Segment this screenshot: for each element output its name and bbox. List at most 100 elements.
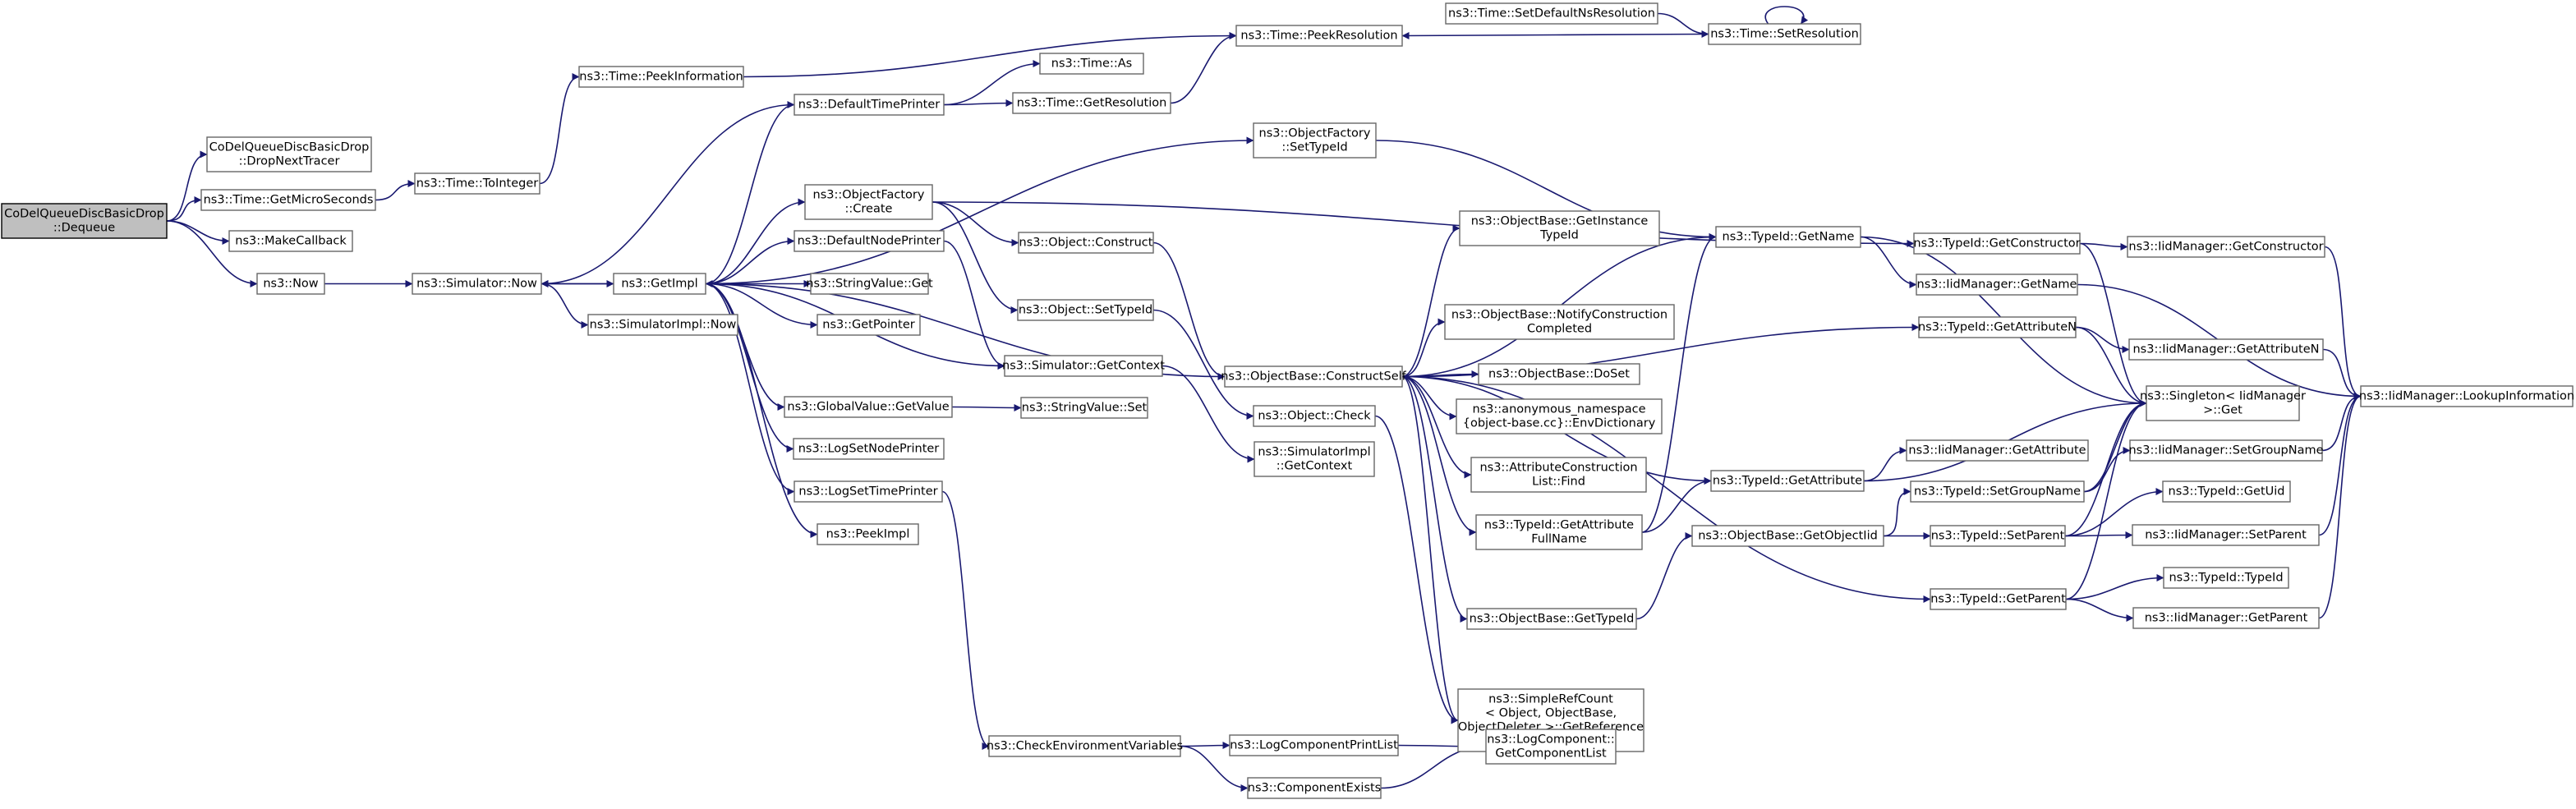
edge-root-to-dropNextTracer: [166, 150, 208, 222]
node-getObjectIid[interactable]: ns3::ObjectBase::GetObjectIid: [1691, 525, 1884, 547]
node-getPointer[interactable]: ns3::GetPointer: [816, 314, 921, 336]
node-peekInformation[interactable]: ns3::Time::PeekInformation: [578, 66, 744, 88]
node-label: TypeId: [1539, 229, 1579, 242]
node-box: [1715, 226, 1861, 248]
node-doSet[interactable]: ns3::ObjectBase::DoSet: [1478, 363, 1640, 385]
node-box: [1475, 514, 1643, 550]
node-objectBaseGetTypeId[interactable]: ns3::ObjectBase::GetTypeId: [1466, 608, 1637, 630]
node-defaultNodePrinter[interactable]: ns3::DefaultNodePrinter: [794, 230, 945, 252]
node-label: ns3::TypeId::SetParent: [1931, 530, 2065, 543]
node-simImplGetContext[interactable]: ns3::SimulatorImpl::GetContext: [1254, 441, 1375, 477]
node-simNow[interactable]: ns3::Simulator::Now: [412, 273, 542, 295]
node-dropNextTracer[interactable]: CoDelQueueDiscBasicDrop::DropNextTracer: [206, 136, 372, 172]
node-makeCallback[interactable]: ns3::MakeCallback: [228, 230, 353, 252]
node-iidGetParent[interactable]: ns3::IidManager::GetParent: [2132, 607, 2320, 629]
node-label: ns3::Time::GetResolution: [1017, 97, 1167, 110]
node-label: ns3::AttributeConstruction: [1479, 462, 1637, 475]
node-objectConstruct[interactable]: ns3::Object::Construct: [1018, 232, 1154, 254]
node-iidGetAttribute[interactable]: ns3::IidManager::GetAttribute: [1906, 439, 2089, 462]
node-toInteger[interactable]: ns3::Time::ToInteger: [414, 172, 540, 195]
edge-toInteger-to-peekInformation: [539, 73, 580, 185]
node-typeIdGetAttribute[interactable]: ns3::TypeId::GetAttribute: [1710, 470, 1865, 492]
node-label: ns3::StringValue::Get: [806, 278, 933, 291]
edge-getImpl-to-peekImpl: [705, 283, 818, 538]
node-typeIdGetAttributeN[interactable]: ns3::TypeId::GetAttributeN: [1918, 316, 2077, 338]
edge-setResolution-to-setResolution: [1764, 6, 1809, 25]
node-label: ns3::ObjectFactory: [813, 189, 925, 202]
node-objectCheck[interactable]: ns3::Object::Check: [1253, 405, 1376, 427]
node-label: ns3::IidManager::SetGroupName: [2128, 444, 2323, 457]
node-typeIdGetParent[interactable]: ns3::TypeId::GetParent: [1930, 588, 2067, 610]
node-defaultTimePrinter[interactable]: ns3::DefaultTimePrinter: [794, 94, 945, 116]
node-getComponentList[interactable]: ns3::LogComponent::GetComponentList: [1485, 729, 1617, 765]
node-simImplNow[interactable]: ns3::SimulatorImpl::Now: [587, 314, 738, 336]
edge-defaultTimePrinter-to-simNow: [540, 103, 795, 287]
node-label: ns3::IidManager::GetName: [1917, 278, 2077, 292]
node-objectSetTypeId[interactable]: ns3::Object::SetTypeId: [1017, 299, 1154, 321]
node-stringValueGet[interactable]: ns3::StringValue::Get: [806, 273, 933, 295]
node-constructSelf[interactable]: ns3::ObjectBase::ConstructSelf: [1221, 365, 1407, 388]
node-root[interactable]: CoDelQueueDiscBasicDrop::Dequeue: [1, 203, 168, 239]
node-label: Completed: [1527, 323, 1592, 336]
node-globalValueGetValue[interactable]: ns3::GlobalValue::GetValue: [784, 396, 953, 418]
edge-typeIdGetAttributeN-to-singletonGet: [2075, 326, 2147, 407]
node-box: [1456, 398, 1663, 434]
node-componentExists[interactable]: ns3::ComponentExists: [1247, 777, 1382, 799]
node-label: ns3::TypeId::GetParent: [1930, 593, 2066, 606]
node-setDefaultNsResolution[interactable]: ns3::Time::SetDefaultNsResolution: [1445, 2, 1658, 25]
node-label: ns3::IidManager::GetAttributeN: [2132, 343, 2319, 356]
node-typeIdTypeId[interactable]: ns3::TypeId::TypeId: [2163, 567, 2289, 589]
node-iidSetParent[interactable]: ns3::IidManager::SetParent: [2132, 524, 2320, 546]
node-envDictionary[interactable]: ns3::anonymous_namespace{object-base.cc}…: [1456, 398, 1663, 434]
node-now[interactable]: ns3::Now: [256, 273, 325, 295]
node-checkEnvVars[interactable]: ns3::CheckEnvironmentVariables: [987, 735, 1183, 757]
node-logSetTimePrinter[interactable]: ns3::LogSetTimePrinter: [794, 480, 943, 503]
node-typeIdGetUid[interactable]: ns3::TypeId::GetUid: [2162, 480, 2291, 503]
node-iidGetConstructor[interactable]: ns3::IidManager::GetConstructor: [2127, 236, 2325, 258]
node-typeIdGetConstructor[interactable]: ns3::TypeId::GetConstructor: [1913, 232, 2081, 255]
node-box: [1470, 457, 1647, 493]
node-peekResolution[interactable]: ns3::Time::PeekResolution: [1235, 25, 1403, 47]
node-peekImpl[interactable]: ns3::PeekImpl: [816, 523, 919, 545]
node-objFactoryCreate[interactable]: ns3::ObjectFactory::Create: [804, 184, 933, 220]
edge-iidGetAttributeN-to-lookupInformation: [2322, 348, 2362, 400]
node-label: ns3::LogSetNodePrinter: [798, 443, 940, 456]
node-iidGetName[interactable]: ns3::IidManager::GetName: [1916, 273, 2078, 296]
node-logSetNodePrinter[interactable]: ns3::LogSetNodePrinter: [793, 438, 945, 460]
edge-root-to-now: [166, 220, 258, 287]
node-objFactorySetTypeId[interactable]: ns3::ObjectFactory::SetTypeId: [1253, 122, 1377, 159]
node-iidGetAttributeN[interactable]: ns3::IidManager::GetAttributeN: [2128, 338, 2324, 361]
node-lookupInformation[interactable]: ns3::IidManager::LookupInformation: [2359, 385, 2574, 407]
node-typeIdGetName[interactable]: ns3::TypeId::GetName: [1715, 226, 1861, 248]
node-box: [988, 735, 1181, 757]
node-label: List::Find: [1532, 476, 1585, 489]
node-getMicroSeconds[interactable]: ns3::Time::GetMicroSeconds: [200, 189, 376, 211]
node-label: ns3::Time::SetResolution: [1710, 28, 1859, 41]
node-label: GetComponentList: [1495, 747, 1607, 761]
node-box: [2360, 385, 2574, 407]
node-timeAs[interactable]: ns3::Time::As: [1039, 53, 1144, 75]
edge-defaultTimePrinter-to-timeAs: [943, 60, 1041, 106]
node-stringValueSet[interactable]: ns3::StringValue::Set: [1020, 397, 1148, 419]
node-logComponentPrintList[interactable]: ns3::LogComponentPrintList: [1229, 734, 1399, 756]
node-box: [1004, 355, 1163, 377]
node-setResolution[interactable]: ns3::Time::SetResolution: [1708, 23, 1861, 45]
node-box: [1913, 232, 2081, 255]
node-notifyConstructionCompleted[interactable]: ns3::ObjectBase::NotifyConstructionCompl…: [1444, 304, 1675, 340]
edge-checkEnvVars-to-componentExists: [1180, 745, 1249, 792]
node-typeIdSetParent[interactable]: ns3::TypeId::SetParent: [1930, 525, 2066, 547]
node-typeIdSetGroupName[interactable]: ns3::TypeId::SetGroupName: [1910, 480, 2085, 503]
edge-constructSelf-to-attrConstructionListFind: [1401, 375, 1472, 479]
node-singletonGet[interactable]: ns3::Singleton< IidManager>::Get: [2140, 385, 2306, 421]
edge-getImpl-to-defaultNodePrinter: [705, 237, 795, 285]
edge-iidSetParent-to-lookupInformation: [2318, 393, 2362, 536]
node-timeGetResolution[interactable]: ns3::Time::GetResolution: [1012, 92, 1171, 114]
node-label: ns3::TypeId::GetUid: [2169, 485, 2285, 499]
node-simGetContext[interactable]: ns3::Simulator::GetContext: [1002, 355, 1165, 377]
node-box: [2128, 338, 2324, 361]
node-iidSetGroupName[interactable]: ns3::IidManager::SetGroupName: [2128, 439, 2324, 462]
node-getImpl[interactable]: ns3::GetImpl: [613, 273, 706, 295]
